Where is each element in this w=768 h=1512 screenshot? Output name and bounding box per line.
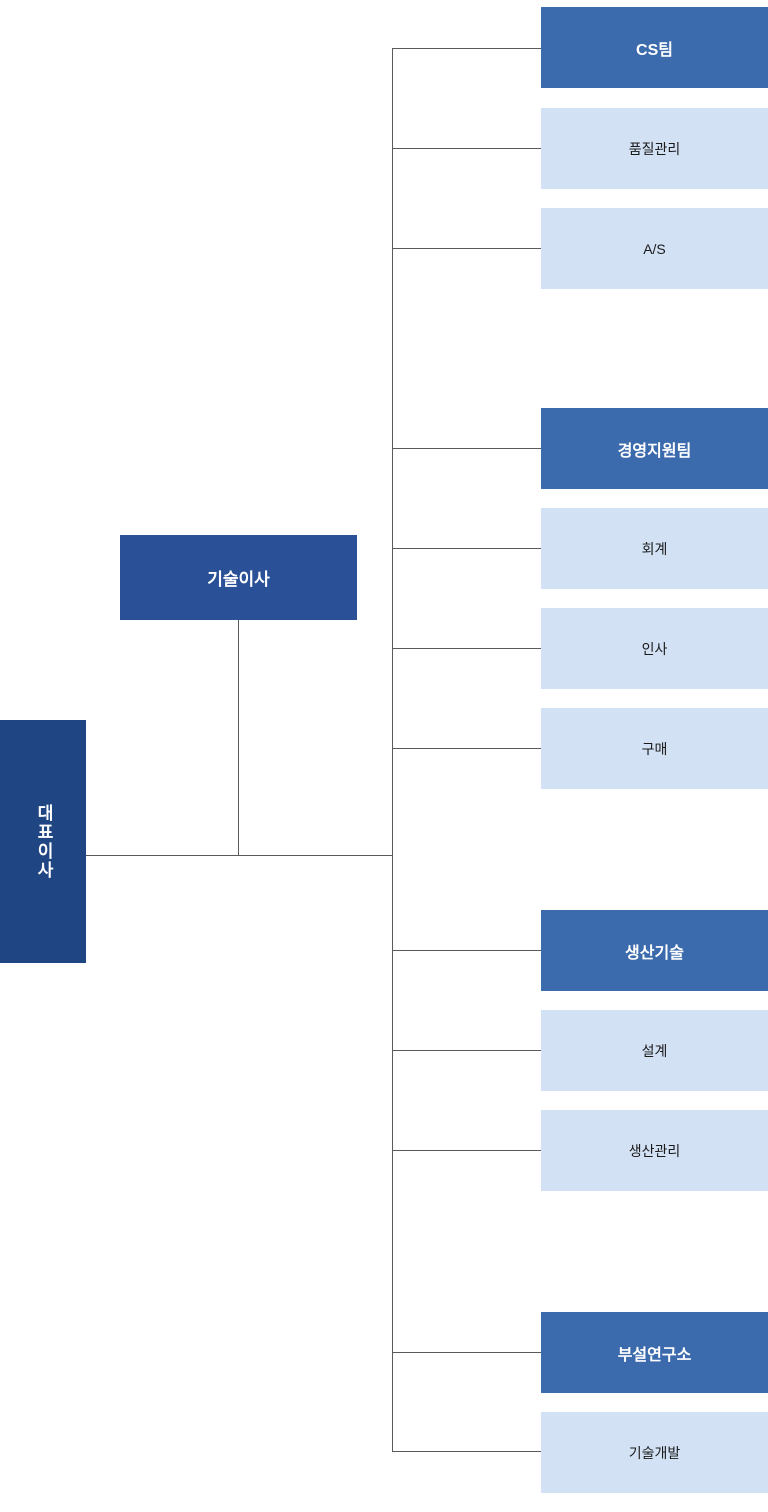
node-group-부설연구소[interactable]: 부설연구소 — [541, 1312, 768, 1393]
node-team-label: 설계 — [641, 1042, 668, 1059]
branch-connector-line-4 — [392, 448, 542, 449]
node-team-label: 기술개발 — [628, 1444, 681, 1461]
node-team-label: 인사 — [641, 640, 668, 657]
node-team-생산관리[interactable]: 생산관리 — [541, 1110, 768, 1191]
node-team-label: A/S — [643, 240, 666, 257]
node-team-label: 회계 — [641, 540, 668, 557]
node-team-기술개발[interactable]: 기술개발 — [541, 1412, 768, 1493]
node-team-a-s[interactable]: A/S — [541, 208, 768, 289]
node-team-구매[interactable]: 구매 — [541, 708, 768, 789]
branch-connector-line-10 — [392, 1150, 542, 1151]
executive-drop-connector-line — [238, 620, 239, 856]
node-team-label: 생산관리 — [628, 1142, 681, 1159]
trunk-connector-line — [392, 48, 393, 1452]
node-team-회계[interactable]: 회계 — [541, 508, 768, 589]
branch-connector-line-6 — [392, 648, 542, 649]
branch-connector-line-5 — [392, 548, 542, 549]
node-group-경영지원팀[interactable]: 경영지원팀 — [541, 408, 768, 489]
branch-connector-line-11 — [392, 1352, 542, 1353]
node-group-label: 생산기술 — [625, 944, 684, 962]
branch-connector-line-9 — [392, 1050, 542, 1051]
node-group-label: 경영지원팀 — [617, 442, 692, 460]
node-group-cs팀[interactable]: CS팀 — [541, 7, 768, 88]
node-team-label: 구매 — [641, 740, 668, 757]
branch-connector-line-1 — [392, 48, 542, 49]
ceo-to-trunk-connector-line — [86, 855, 393, 856]
node-group-label: CS팀 — [636, 41, 673, 59]
node-ceo[interactable]: 대표이사 — [0, 720, 86, 963]
node-executive-label: 기술이사 — [207, 570, 270, 589]
node-team-설계[interactable]: 설계 — [541, 1010, 768, 1091]
node-group-생산기술[interactable]: 생산기술 — [541, 910, 768, 991]
node-executive-technical-director[interactable]: 기술이사 — [120, 535, 357, 620]
node-ceo-label: 대표이사 — [34, 803, 54, 880]
branch-connector-line-2 — [392, 148, 542, 149]
node-group-label: 부설연구소 — [617, 1346, 692, 1364]
node-team-품질관리[interactable]: 품질관리 — [541, 108, 768, 189]
branch-connector-line-3 — [392, 248, 542, 249]
node-team-label: 품질관리 — [628, 140, 681, 157]
branch-connector-line-12 — [392, 1451, 542, 1452]
branch-connector-line-8 — [392, 950, 542, 951]
node-team-인사[interactable]: 인사 — [541, 608, 768, 689]
branch-connector-line-7 — [392, 748, 542, 749]
